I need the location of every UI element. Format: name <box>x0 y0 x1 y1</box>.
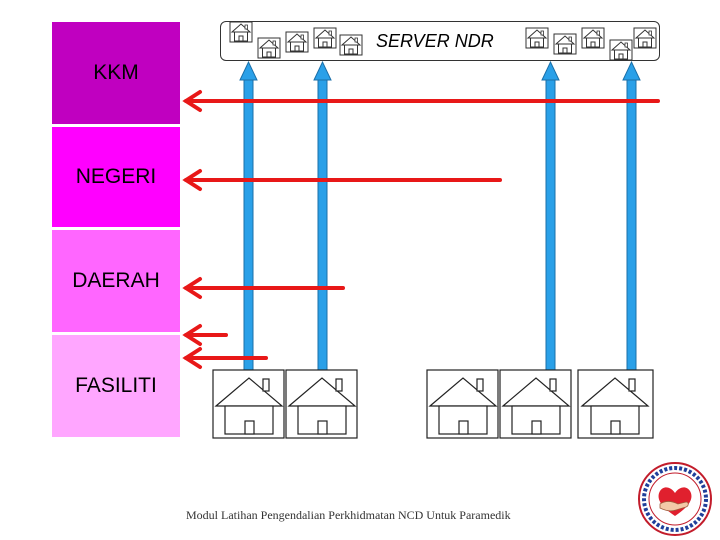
upload-arrow-2 <box>313 60 332 371</box>
level-negeri: NEGERI <box>52 127 180 227</box>
level-fasiliti-label: FASILITI <box>75 374 157 397</box>
level-fasiliti: FASILITI <box>52 335 180 437</box>
server-house-icon-3 <box>285 31 309 53</box>
report-arrow-kkm <box>182 90 660 112</box>
facility-house-icon-3 <box>426 369 499 439</box>
report-arrow-fasiliti-1 <box>182 324 228 346</box>
upload-arrow-4 <box>622 60 641 371</box>
upload-arrow-1 <box>239 60 258 371</box>
footer-text: Modul Latihan Pengendalian Perkhidmatan … <box>186 508 511 522</box>
level-daerah: DAERAH <box>52 230 180 332</box>
server-ndr-label: SERVER NDR <box>376 31 494 51</box>
server-house-icon-9 <box>609 39 633 61</box>
level-daerah-label: DAERAH <box>72 269 160 292</box>
report-arrow-fasiliti-2 <box>182 347 268 369</box>
server-house-icon-6 <box>525 27 549 49</box>
level-negeri-label: NEGERI <box>75 165 157 188</box>
facility-house-icon-5 <box>577 369 654 439</box>
server-house-icon-5 <box>339 34 363 56</box>
server-house-icon-10 <box>633 27 657 49</box>
server-house-icon-2 <box>257 37 281 59</box>
report-arrow-negeri <box>182 169 502 191</box>
server-house-icon-8 <box>581 27 605 49</box>
level-kkm-label: KKM <box>93 61 139 84</box>
upload-arrow-3 <box>541 60 560 371</box>
server-house-icon-1 <box>229 21 253 43</box>
heart-hand-logo-icon <box>638 462 712 536</box>
facility-house-icon-1 <box>212 369 285 439</box>
facility-house-icon-2 <box>285 369 358 439</box>
server-house-icon-7 <box>553 33 577 55</box>
server-house-icon-4 <box>313 27 337 49</box>
level-kkm: KKM <box>52 22 180 124</box>
report-arrow-daerah <box>182 277 345 299</box>
facility-house-icon-4 <box>499 369 572 439</box>
